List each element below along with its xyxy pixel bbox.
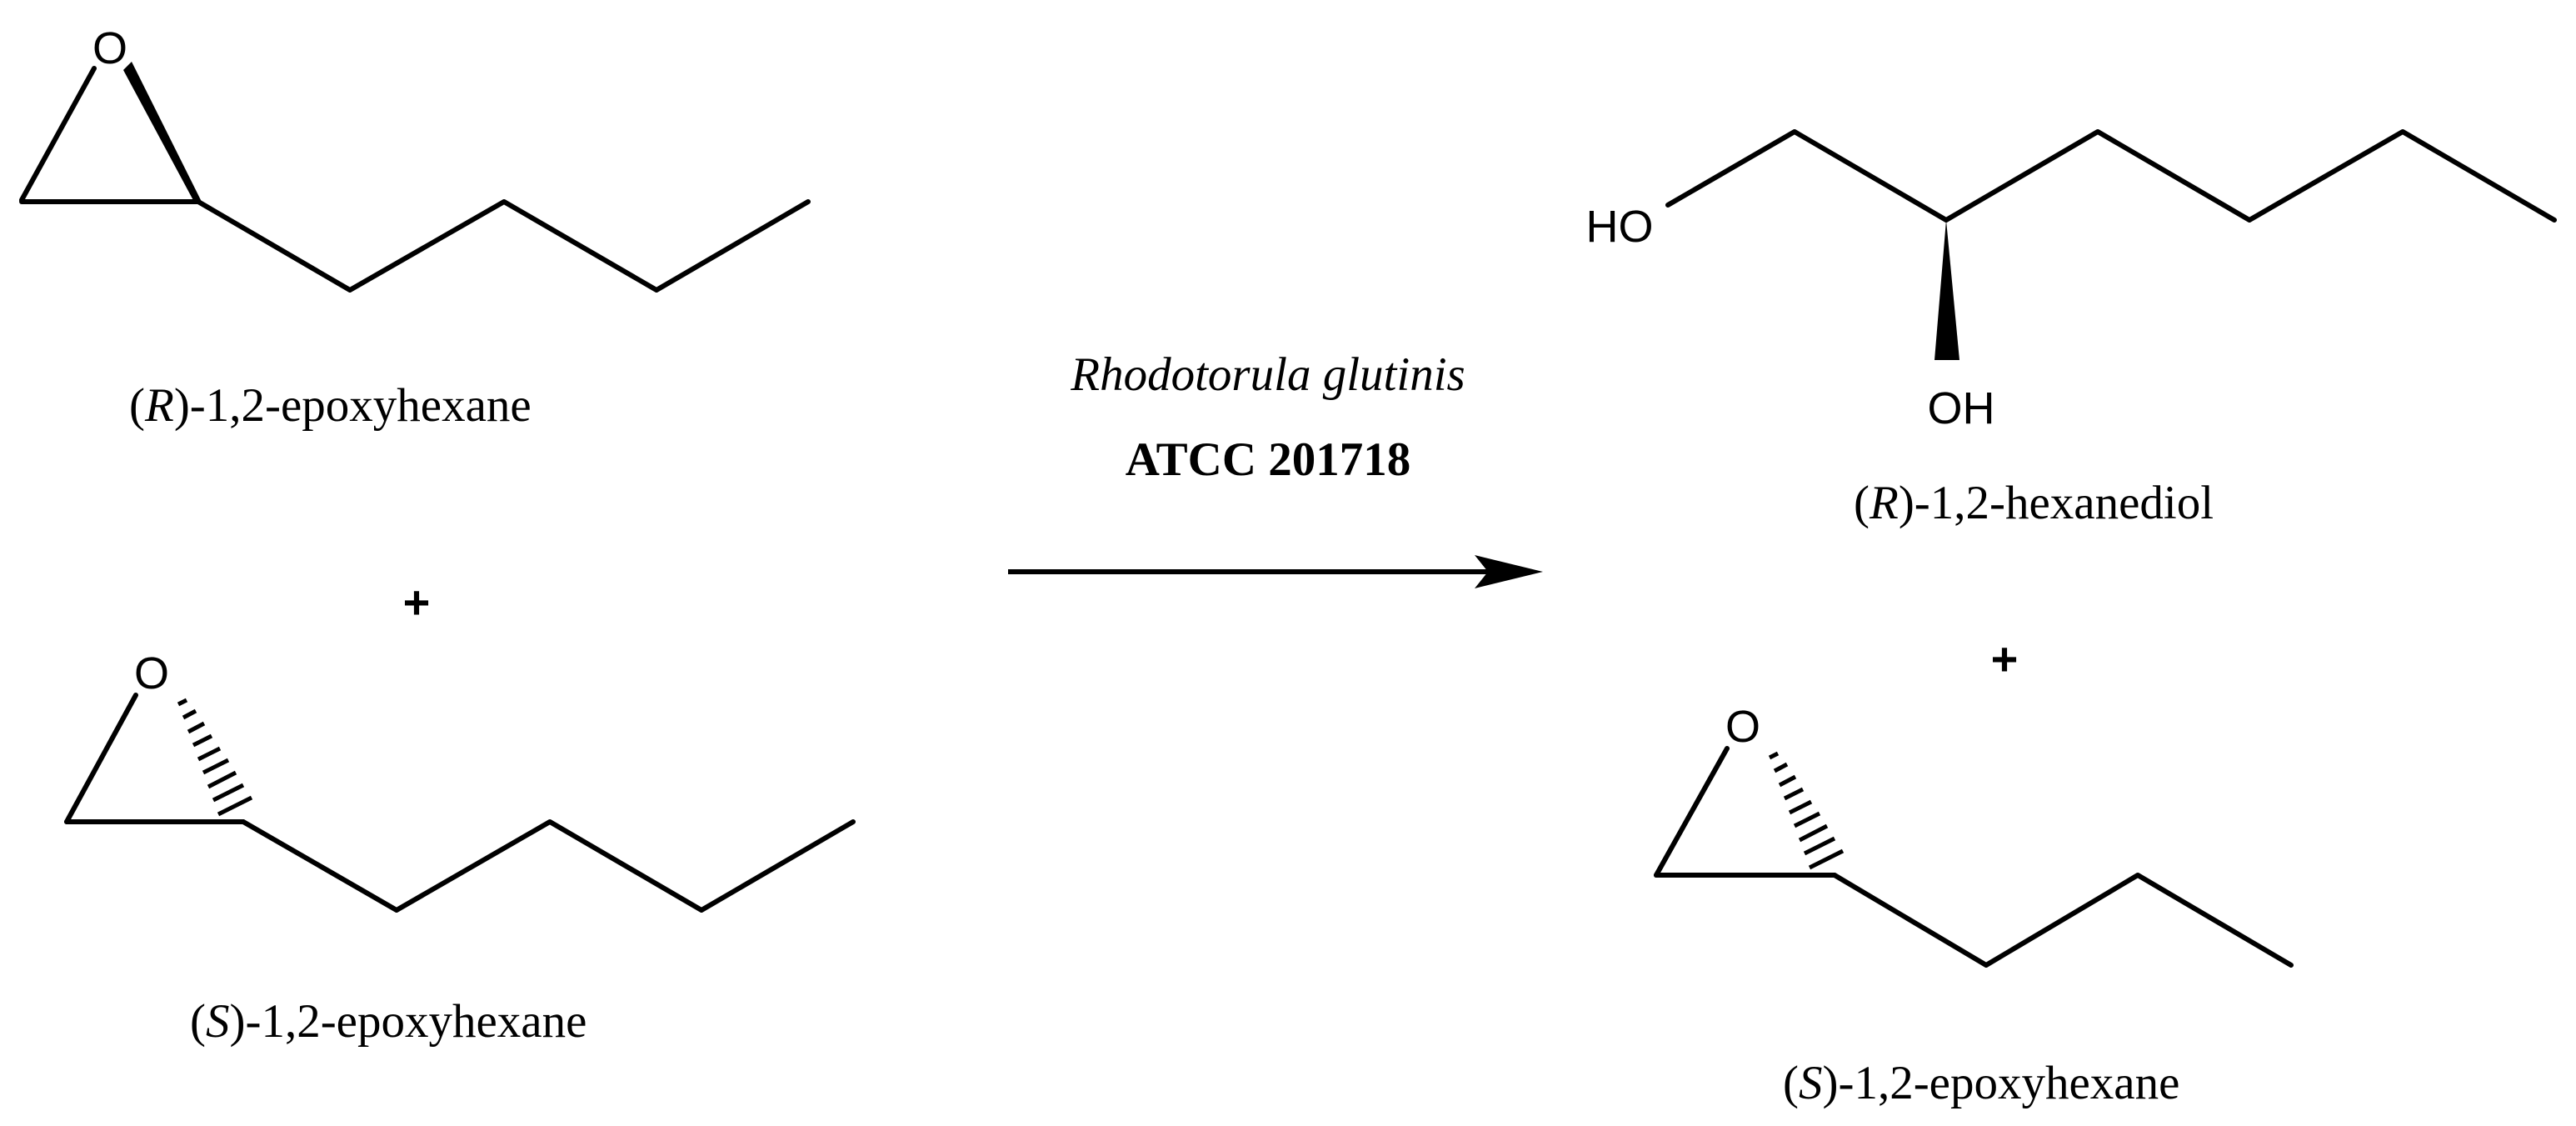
r-epoxyhexane-label: (R)-1,2-epoxyhexane xyxy=(129,379,532,432)
hashed-wedge-bond xyxy=(177,698,253,817)
hydroxyl-oh-label: OH xyxy=(1928,383,1995,433)
hexane-chain xyxy=(1665,129,2557,223)
s-epoxyhexane-structure: O xyxy=(64,648,856,913)
s-epoxyhexane-remaining-label: (S)-1,2-epoxyhexane xyxy=(1783,1057,2179,1109)
oxygen-atom-label: O xyxy=(92,23,127,73)
reactant-plus-sign: + xyxy=(403,576,431,628)
hashed-wedge-bond xyxy=(1768,751,1845,870)
oxygen-atom-label: O xyxy=(134,648,169,698)
product-plus-sign: + xyxy=(1991,633,2019,685)
butyl-chain xyxy=(196,199,811,293)
wedge-bond xyxy=(1934,220,1959,360)
oxygen-atom-label: O xyxy=(1725,702,1760,752)
r-hexanediol-structure: HO OH xyxy=(1586,129,2557,433)
propyl-chain xyxy=(1832,873,2294,968)
wedge-bond xyxy=(123,62,202,203)
reaction-arrow xyxy=(1008,555,1543,588)
arrowhead-icon xyxy=(1475,555,1543,588)
s-epoxyhexane-label: (S)-1,2-epoxyhexane xyxy=(190,995,587,1048)
butyl-chain xyxy=(241,819,856,913)
r-epoxyhexane-structure: O xyxy=(19,23,811,293)
c-o-bond xyxy=(1654,746,1730,878)
organism-name: Rhodotorula glutinis xyxy=(1070,348,1465,401)
s-epoxyhexane-remaining-structure: O xyxy=(1654,702,2294,968)
c-o-bond xyxy=(19,66,97,203)
r-hexanediol-label: (R)-1,2-hexanediol xyxy=(1854,477,2214,529)
hydroxyl-ho-label: HO xyxy=(1586,202,1654,252)
strain-id: ATCC 201718 xyxy=(1126,433,1411,486)
c-o-bond xyxy=(64,693,138,824)
